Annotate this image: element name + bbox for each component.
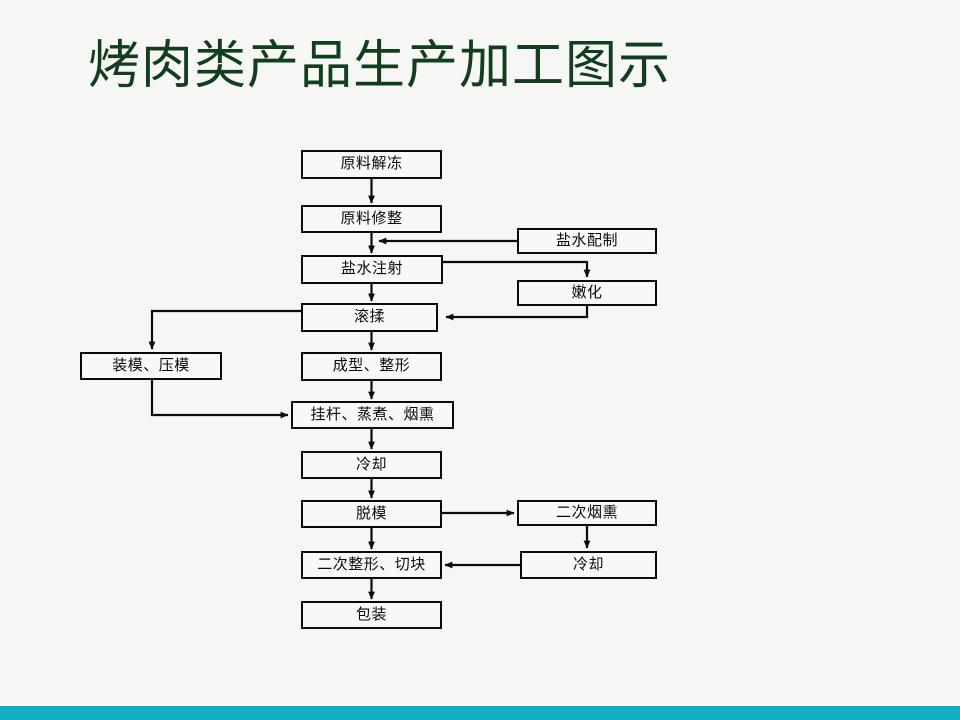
node-demold[interactable]: 脱模 xyxy=(301,500,442,528)
node-package[interactable]: 包装 xyxy=(301,601,442,629)
node-brine-inject[interactable]: 盐水注射 xyxy=(301,255,443,284)
node-brine-prep[interactable]: 盐水配制 xyxy=(517,228,657,254)
node-tumble[interactable]: 滚揉 xyxy=(301,303,438,332)
accent-bar xyxy=(0,706,960,720)
node-tenderize[interactable]: 嫩化 xyxy=(517,280,657,306)
node-reshape-cut[interactable]: 二次整形、切块 xyxy=(301,551,442,579)
edge-mold-press-to-hang-cook xyxy=(150,380,289,419)
node-thaw[interactable]: 原料解冻 xyxy=(301,150,442,179)
node-hang-cook[interactable]: 挂杆、蒸煮、烟熏 xyxy=(291,401,454,429)
node-cool-1[interactable]: 冷却 xyxy=(301,451,442,479)
node-trim[interactable]: 原料修整 xyxy=(301,205,442,233)
edge-tumble-to-mold-press xyxy=(148,309,301,350)
node-shape[interactable]: 成型、整形 xyxy=(301,352,442,381)
node-smoke-2[interactable]: 二次烟熏 xyxy=(517,500,657,526)
page-title: 烤肉类产品生产加工图示 xyxy=(88,38,672,95)
node-cool-2[interactable]: 冷却 xyxy=(520,551,657,579)
edge-brine-inject-to-tenderize xyxy=(443,260,591,278)
edge-tenderize-to-tumble xyxy=(445,306,589,321)
node-mold-press[interactable]: 装模、压模 xyxy=(80,352,222,380)
